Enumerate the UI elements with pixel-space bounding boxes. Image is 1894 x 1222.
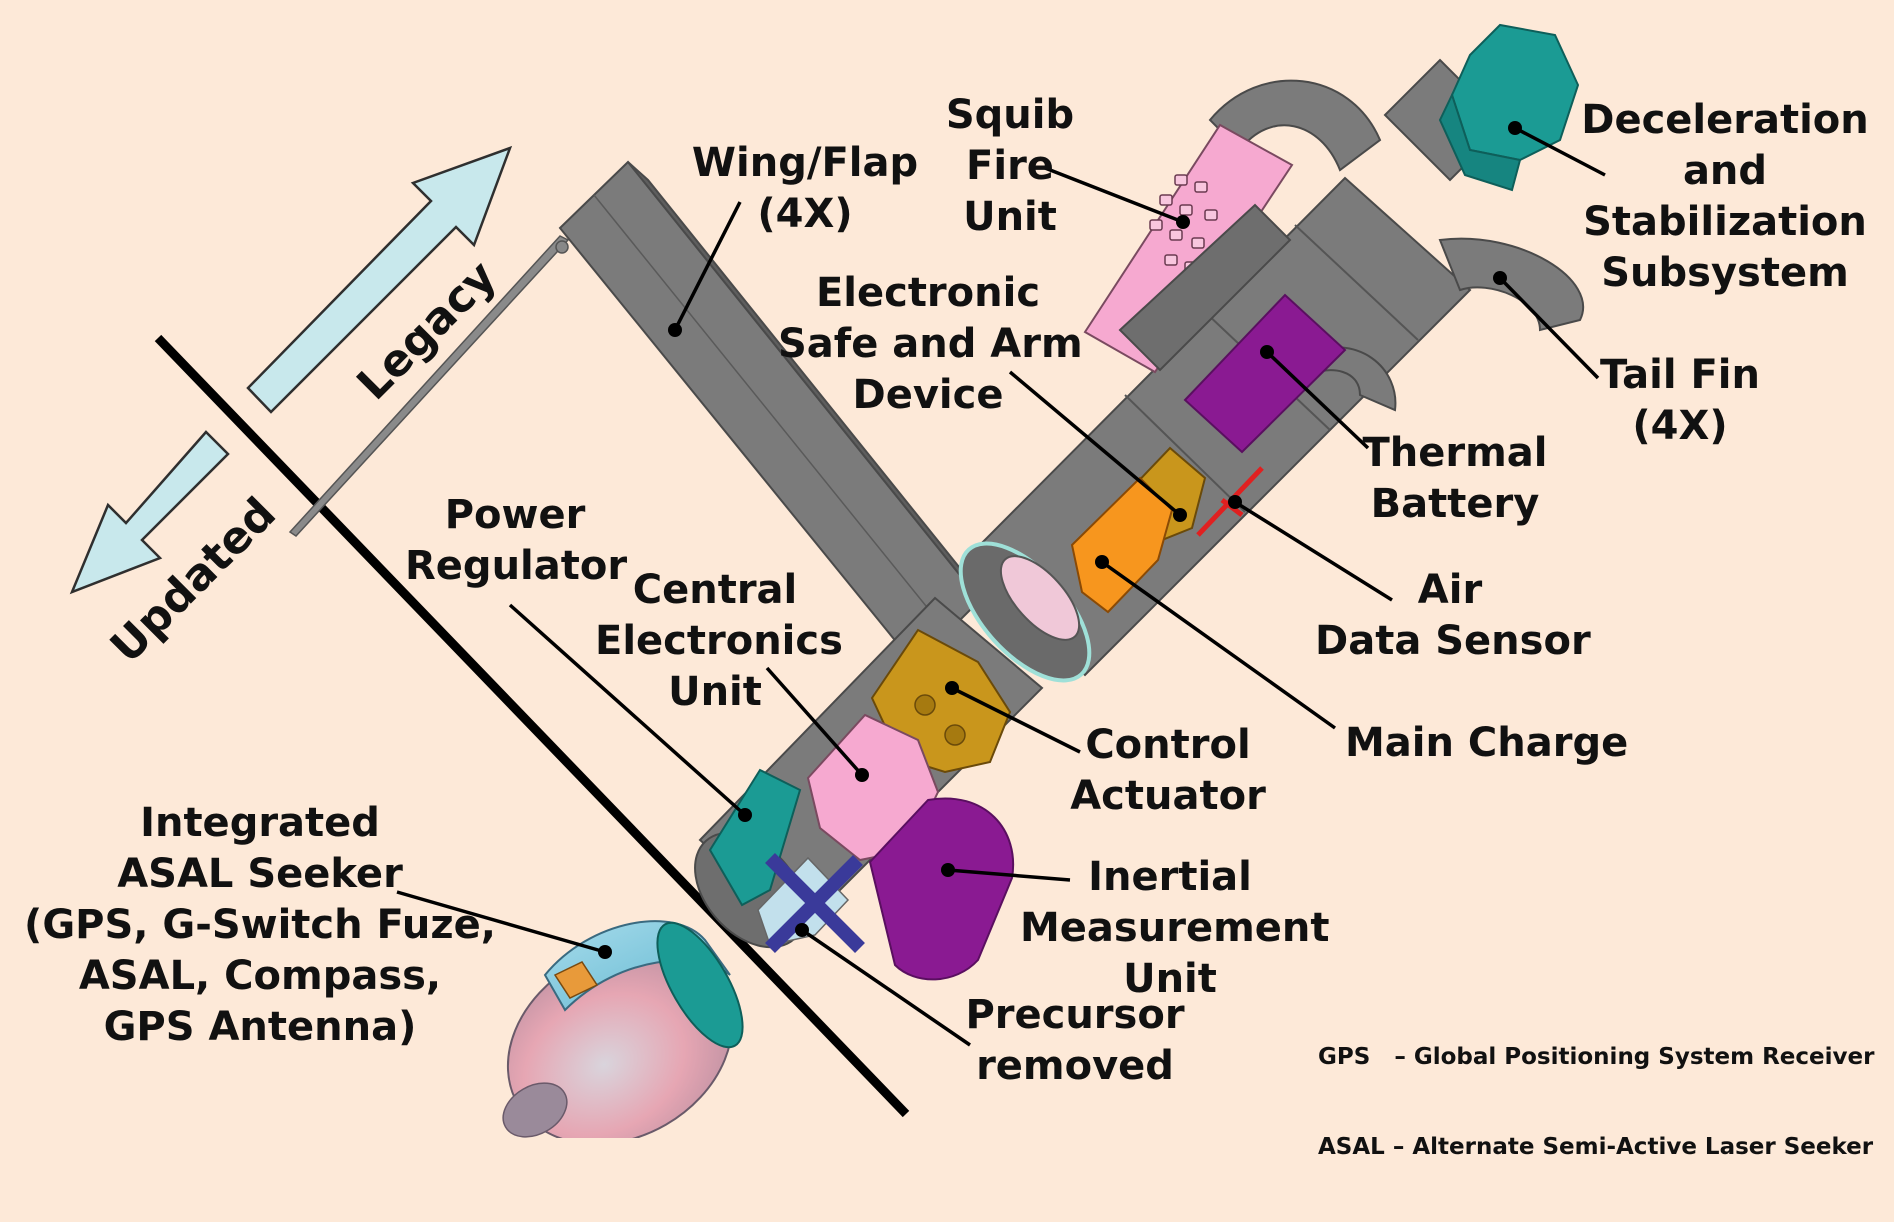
divider-line — [154, 334, 910, 1118]
label-esad: Electronic Safe and Arm Device — [778, 270, 1083, 418]
leader-dots — [598, 121, 1522, 959]
label-decel-stab: Deceleration and Stabilization Subsystem — [1581, 97, 1869, 296]
thermal-battery — [1183, 293, 1347, 454]
acronym-gps: GPS – Global Positioning System Receiver — [1318, 1044, 1875, 1070]
leader-lines — [396, 126, 1606, 1047]
label-thermal-battery: Thermal Battery — [1362, 430, 1548, 527]
label-integrated-seeker: Integrated ASAL Seeker (GPS, G-Switch Fu… — [24, 800, 496, 1050]
squib-fire-unit — [1083, 123, 1294, 374]
tail-fin-lower — [1438, 237, 1584, 332]
decel-stab-subsystem — [1450, 23, 1580, 162]
integrated-seeker — [502, 920, 744, 1138]
label-air-data-sensor: Air Data Sensor — [1315, 567, 1591, 664]
label-central-electronics: Central Electronics Unit — [595, 567, 843, 715]
imu-unit — [868, 797, 1015, 981]
label-tail-fin: Tail Fin (4X) — [1600, 352, 1760, 449]
munition-diagram: Legacy Updated Squib Fire Unit Wing/Flap… — [24, 23, 1874, 1160]
label-wing-flap: Wing/Flap (4X) — [691, 140, 919, 237]
main-charge — [1070, 476, 1174, 614]
tail-fin-upper — [1208, 79, 1382, 172]
label-main-charge: Main Charge — [1345, 720, 1629, 766]
diagram-graphics — [69, 23, 1606, 1138]
power-regulator — [708, 768, 802, 907]
label-imu: Inertial Measurement Unit — [1020, 854, 1330, 1002]
updated-arrow — [69, 430, 230, 595]
label-power-regulator: Power Regulator — [405, 492, 628, 589]
label-precursor: Precursor removed — [965, 992, 1185, 1089]
label-squib-fire-unit: Squib Fire Unit — [945, 92, 1075, 240]
label-control-actuator: Control Actuator — [1070, 722, 1266, 819]
acronym-asal: ASAL – Alternate Semi-Active Laser Seeke… — [1318, 1134, 1874, 1160]
probe-rod — [288, 235, 570, 537]
legacy-arrow — [246, 145, 513, 414]
acronym-legend: GPS – Global Positioning System Receiver… — [1318, 982, 1874, 1222]
